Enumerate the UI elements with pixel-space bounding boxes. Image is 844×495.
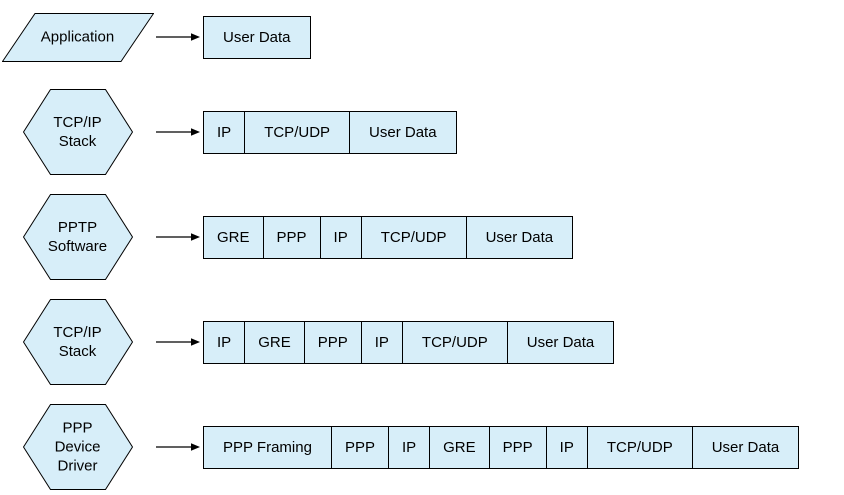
packet-cell: PPP	[488, 425, 547, 469]
packet-cell: PPP	[330, 425, 389, 469]
stage-label-line: Stack	[58, 133, 97, 150]
stage-label: TCP/IP Stack	[23, 113, 133, 151]
arrow-right-icon	[155, 441, 201, 453]
hexagon-shape: PPTP Software	[22, 194, 133, 280]
stage-shape: PPTP Software	[0, 194, 155, 280]
packet-cell: IP	[203, 320, 246, 364]
parallelogram-outline-icon	[1, 12, 154, 62]
hexagon-shape: TCP/IP Stack	[22, 299, 133, 385]
stage-shape: Application	[0, 12, 155, 62]
stage-label-line: Application	[40, 28, 115, 46]
stage-label-line: Device	[54, 438, 101, 456]
packet-cell: GRE	[203, 215, 264, 259]
packet-cell: User Data	[465, 215, 574, 259]
hexagon-outline-icon	[22, 404, 133, 490]
arrow-right-icon	[155, 336, 201, 348]
packet-cell: TCP/UDP	[360, 215, 467, 259]
hexagon-outline-icon	[22, 194, 133, 280]
arrow-right-icon	[155, 126, 201, 138]
packet-cell: TCP/UDP	[586, 425, 693, 469]
hexagon-outline-icon	[22, 299, 133, 385]
parallelogram-shape: Application	[1, 12, 154, 62]
stage-shape: TCP/IP Stack	[0, 89, 155, 175]
stage-label: TCP/IP Stack	[23, 323, 133, 361]
packet-cell: IP	[319, 215, 362, 259]
stage-label-line: TCP/IP	[53, 324, 102, 341]
stage-label-line: Driver	[57, 457, 98, 475]
arrow-right-icon	[155, 231, 201, 243]
stage-label-line: PPTP	[57, 219, 98, 236]
packet-cell: PPP Framing	[203, 425, 332, 469]
packet-cell: GRE	[429, 425, 490, 469]
packet-cell: IP	[360, 320, 403, 364]
stage-label-line: TCP/IP	[53, 114, 102, 131]
packet-cell: IP	[203, 110, 246, 154]
packet-cell: PPP	[303, 320, 362, 364]
hexagon-shape: TCP/IP Stack	[22, 89, 133, 175]
packet-cell: IP	[387, 425, 431, 469]
stage-label-line: PPP	[62, 419, 93, 437]
packet-cell: User Data	[506, 320, 615, 364]
packet-row: User Data	[203, 15, 311, 59]
packet-cell: User Data	[691, 425, 800, 469]
packet-cell: TCP/UDP	[244, 110, 351, 154]
stage-shape: TCP/IP Stack	[0, 299, 155, 385]
packet-cell: User Data	[203, 15, 311, 59]
stage-label-line: Stack	[58, 343, 97, 360]
packet-cell: PPP	[262, 215, 321, 259]
stage-label: Application	[2, 28, 154, 47]
arrow-right-icon	[155, 31, 201, 43]
hexagon-outline-icon	[22, 89, 133, 175]
stage-label-line: Software	[47, 238, 108, 255]
packet-cell: IP	[545, 425, 588, 469]
packet-cell: User Data	[349, 110, 457, 154]
packet-cell: GRE	[244, 320, 305, 364]
stage-label: PPTP Software	[23, 218, 133, 256]
packet-cell: TCP/UDP	[401, 320, 508, 364]
